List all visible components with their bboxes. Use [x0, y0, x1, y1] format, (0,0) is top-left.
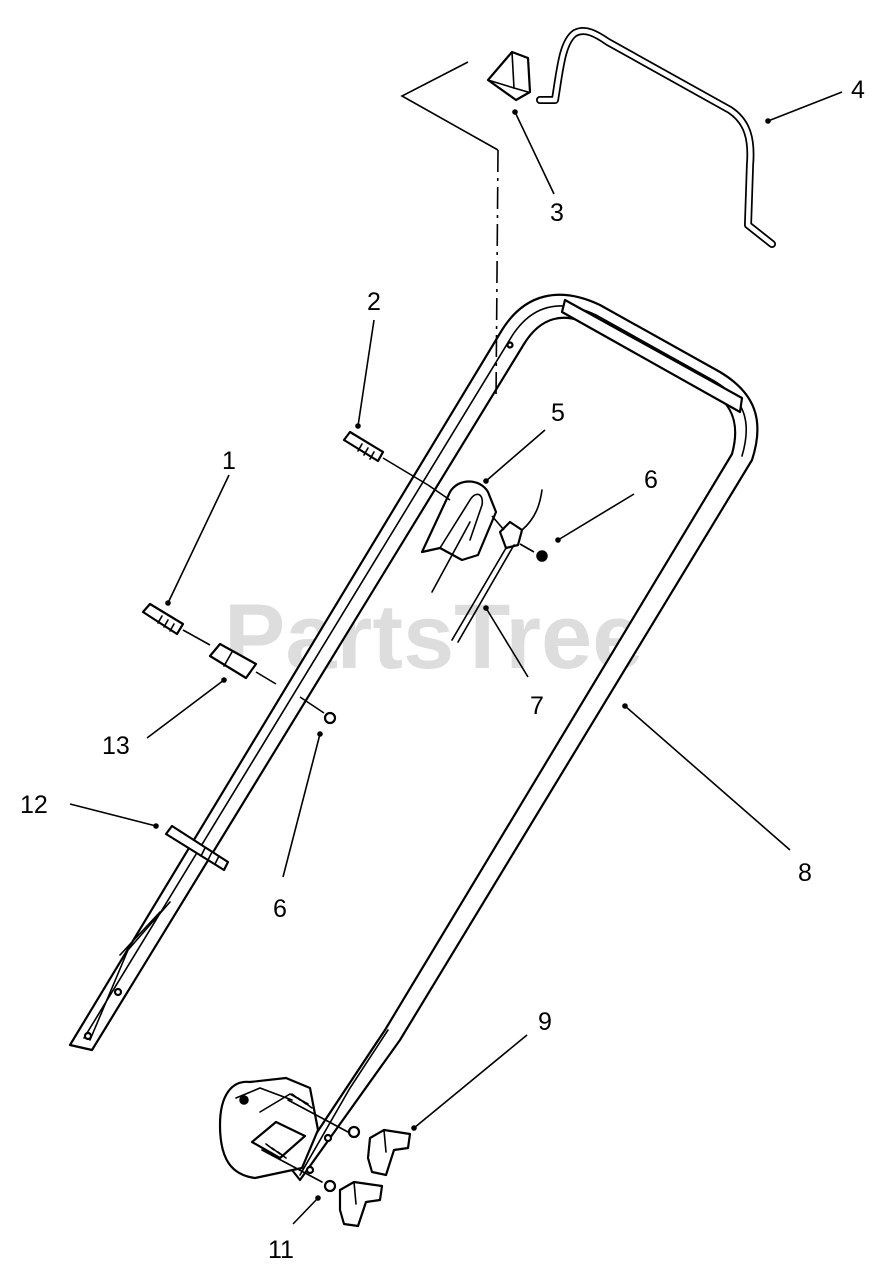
- callout-label-7: 7: [530, 692, 544, 720]
- callout-label-6-upper: 6: [644, 466, 658, 494]
- callout-label-9: 9: [538, 1008, 552, 1036]
- knob-part-9-lower: [338, 1180, 384, 1228]
- nut-part-6-lower: [323, 711, 337, 725]
- callout-label-12: 12: [20, 791, 48, 819]
- control-cable-part-7: [451, 489, 543, 643]
- bail-bracket-part-3: [486, 50, 532, 102]
- pin-part-12: [164, 824, 230, 872]
- callout-label-5: 5: [551, 399, 565, 427]
- bail-rod-part-4: [536, 27, 776, 248]
- main-handle-part-8: [68, 293, 759, 1182]
- watermark-text: PartsTree: [224, 586, 643, 688]
- callout-label-6-lower: 6: [273, 895, 287, 923]
- lower-mounting-bracket: [218, 1076, 349, 1183]
- callout-label-13: 13: [102, 732, 130, 760]
- callout-label-2: 2: [367, 288, 381, 316]
- washer-part-11-lower: [323, 1179, 337, 1193]
- bolt-part-2: [342, 430, 429, 486]
- callout-leaders: [69, 91, 843, 1225]
- cable-guide-part-5: [420, 480, 498, 593]
- callout-label-3: 3: [550, 199, 564, 227]
- nut-part-6-upper: [536, 550, 548, 562]
- bolt-part-1: [141, 602, 211, 646]
- callout-label-11: 11: [268, 1236, 294, 1264]
- callout-label-8: 8: [798, 859, 812, 887]
- knob-part-9-upper: [366, 1128, 412, 1177]
- callout-label-4: 4: [851, 76, 865, 104]
- spacer-part-13: [208, 642, 277, 685]
- callout-label-1: 1: [222, 447, 236, 475]
- washer-part-11-upper: [347, 1125, 361, 1139]
